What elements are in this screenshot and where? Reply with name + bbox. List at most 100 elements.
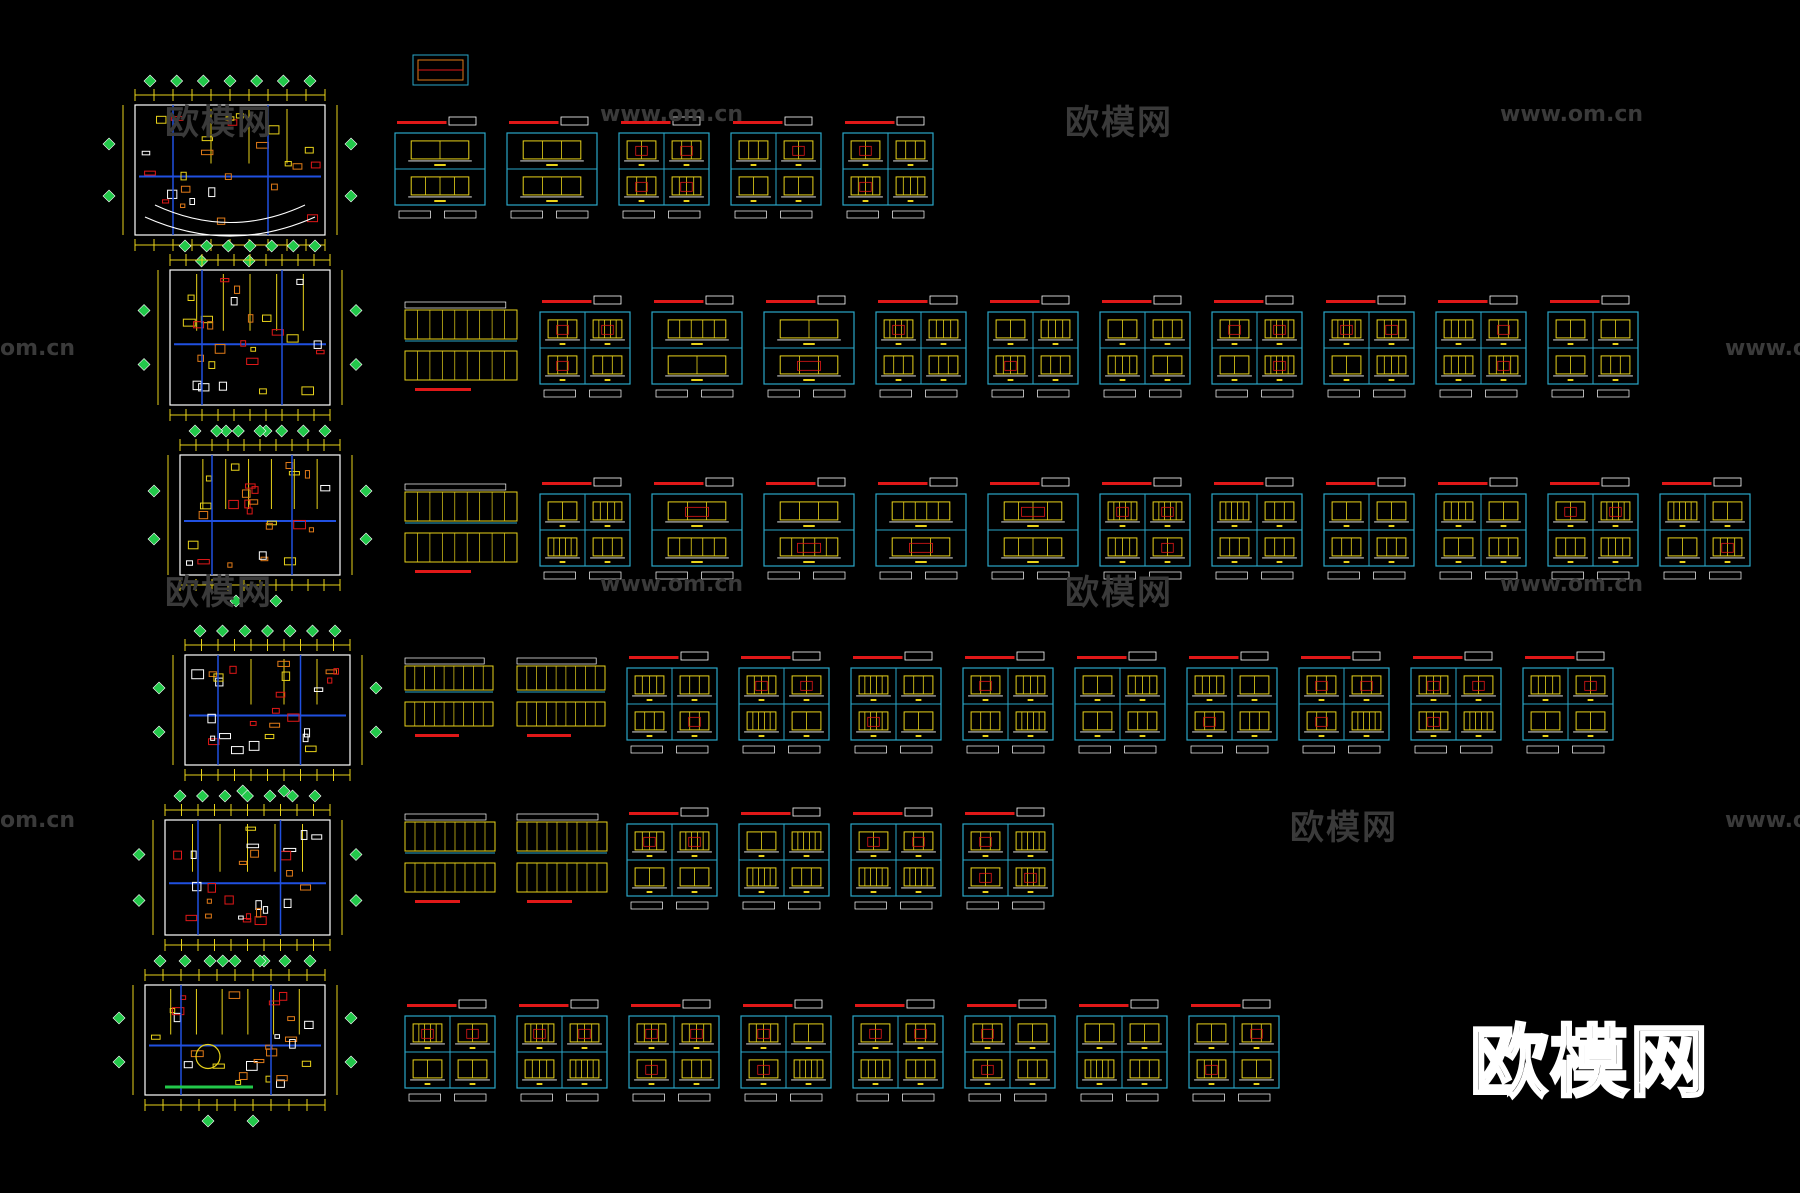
elevation-feature [578, 1028, 591, 1039]
elevation-feature [1273, 360, 1286, 371]
sheet-title-bar [415, 734, 459, 737]
sheet-title-box [404, 657, 485, 665]
furniture-symbol [198, 510, 209, 520]
furniture-symbol [288, 471, 300, 476]
sheet-title-box [1018, 999, 1047, 1009]
sheet-label-box [1261, 571, 1294, 580]
sheet-title-box [794, 999, 823, 1009]
elevation-index-marker [221, 239, 235, 253]
elevation-index-marker [344, 189, 358, 203]
sheet-label-box [678, 1093, 711, 1102]
furniture-symbol [313, 340, 322, 349]
elevation-index-marker [188, 424, 202, 438]
wall-elevation [522, 176, 582, 196]
furniture-symbol [228, 499, 239, 510]
elevation-index-marker [269, 594, 283, 608]
elevation-label [758, 891, 765, 893]
elevation-label [1231, 525, 1238, 527]
furniture-symbol [271, 329, 284, 336]
elevation-label [1612, 561, 1619, 563]
elevation-label [691, 525, 703, 527]
elevation-index-marker [178, 239, 192, 253]
elevation-index-marker [102, 189, 116, 203]
wall-elevation [1306, 675, 1337, 695]
sheet-label-box [1439, 389, 1472, 398]
furniture-symbol [313, 687, 324, 692]
furniture-symbol [230, 463, 240, 471]
elevation-feature [912, 836, 925, 847]
elevation-label [1027, 855, 1034, 857]
sheet-label-box [900, 901, 933, 910]
elevation-label [917, 1047, 924, 1049]
sheet-label-box [622, 210, 655, 219]
long-elevation [404, 309, 518, 340]
sheet-label-box [1215, 571, 1248, 580]
wall-elevation [1264, 355, 1295, 375]
elevation-label [1276, 343, 1283, 345]
elevation-label [982, 891, 989, 893]
sheet-label-box [630, 901, 663, 910]
sheet-title-bar [1326, 482, 1376, 485]
elevation-index-marker [228, 954, 242, 968]
elevation-feature [1721, 542, 1734, 553]
elevation-label [760, 1083, 767, 1085]
furniture-symbol [187, 294, 195, 301]
elevation-label [1276, 379, 1283, 381]
sheet-label-box [925, 571, 958, 580]
sheet-title-box [593, 477, 622, 487]
elevation-index-marker [318, 424, 332, 438]
elevation-index-marker [132, 894, 146, 907]
furniture-symbol [215, 677, 224, 687]
furniture-symbol [150, 1034, 161, 1040]
furniture-symbol [286, 334, 299, 343]
elevation-index-marker [261, 624, 274, 638]
sheet-label-box [1236, 745, 1269, 754]
furniture-symbol [327, 677, 333, 684]
elevation-index-marker [253, 424, 267, 438]
elevation-label [424, 1083, 431, 1085]
sheet-title-box [904, 807, 933, 817]
elevation-label [1500, 561, 1507, 563]
elevation-index-marker [231, 424, 245, 438]
sheet-title-bar [1326, 300, 1376, 303]
furniture-symbol [180, 171, 187, 181]
wall-elevation [1127, 711, 1158, 731]
furniture-symbol [156, 115, 167, 124]
wall-elevation [791, 867, 822, 887]
elevation-label [536, 1047, 543, 1049]
sheet-label-box [589, 389, 622, 398]
sheet-label-box [1037, 389, 1070, 398]
sheet-title-box [1265, 477, 1294, 487]
sheet-title-bar [397, 121, 447, 124]
elevation-label [1567, 561, 1574, 563]
sheet-title-bar [1550, 482, 1600, 485]
elevation-index-marker [275, 424, 289, 438]
elevation-index-marker [276, 74, 290, 88]
sheet-title-bar [629, 812, 679, 815]
wall-elevation [1241, 1023, 1272, 1043]
elevation-label [1455, 343, 1462, 345]
elevation-label [1430, 699, 1437, 701]
furniture-symbol [302, 733, 309, 743]
wall-elevation [779, 537, 839, 557]
furniture-symbol [320, 484, 331, 492]
elevation-label [1388, 561, 1395, 563]
wall-elevation [1129, 1059, 1160, 1079]
sheet-label-box [790, 1093, 823, 1102]
sheet-title-box [906, 999, 935, 1009]
elevation-label [1430, 735, 1437, 737]
furniture-symbol [248, 740, 260, 751]
elevation-label [1455, 561, 1462, 563]
sheet-label-box [1037, 571, 1070, 580]
elevation-index-marker [219, 424, 233, 438]
elevation-feature [979, 836, 992, 847]
wall-elevation [970, 675, 1001, 695]
elevation-label [1027, 735, 1034, 737]
wall-elevation [858, 711, 889, 731]
elevation-feature [797, 360, 821, 371]
elevation-label [559, 343, 566, 345]
elevation-feature [1497, 324, 1510, 335]
furniture-symbol [220, 278, 230, 283]
elevation-feature [981, 1064, 994, 1075]
elevation-index-marker [203, 954, 217, 968]
